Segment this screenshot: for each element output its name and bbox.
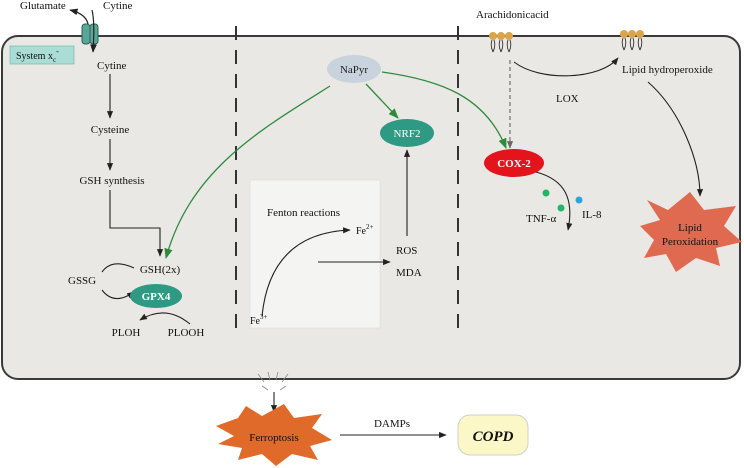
fenton-label: Fenton reactions xyxy=(267,207,340,219)
lipid-peroxidation-label-2: Peroxidation xyxy=(662,236,719,248)
copd-box xyxy=(457,414,529,456)
cytine-import-arrow xyxy=(90,9,97,53)
damps-label: DAMPs xyxy=(374,418,410,430)
mda-label: MDA xyxy=(396,267,422,279)
arachidonic-to-lipid-hydroperoxide-arrow xyxy=(513,57,619,77)
arachidonic-label: Arachidonicacid xyxy=(476,9,549,21)
napyr-to-cox2-arrow xyxy=(381,71,507,149)
copd-label: COPD xyxy=(473,429,514,445)
tnfa-label: TNF-α xyxy=(526,213,556,225)
glutamate-arrow xyxy=(69,8,89,25)
lox-label: LOX xyxy=(556,93,579,105)
gsh-synthesis-to-gsh-arrow xyxy=(109,190,164,257)
lipid-peroxidation-star xyxy=(640,192,742,272)
gsh-synthesis-label: GSH synthesis xyxy=(79,175,144,187)
system-xc-sub: c xyxy=(53,56,56,64)
gsh2x-label: GSH(2x) xyxy=(140,264,181,276)
fe3-label: Fe3+ xyxy=(250,313,268,327)
system-xc-label: System xc- xyxy=(16,47,59,64)
system-xc-text: System x xyxy=(16,51,53,62)
nrf2-label: NRF2 xyxy=(394,128,421,140)
glutamate-label: Glutamate xyxy=(20,0,66,12)
cox2-node xyxy=(484,149,544,177)
tnfa-dot-2 xyxy=(557,204,565,212)
system-xc-sup: - xyxy=(56,47,59,56)
cox2-label: COX-2 xyxy=(497,158,531,170)
system-xc-transporter xyxy=(81,23,99,45)
gssg-label: GSSG xyxy=(68,275,96,287)
ferroptosis-label: Ferroptosis xyxy=(249,432,299,444)
ferroptosis-star xyxy=(216,404,332,466)
lipid-hydroperoxide-icon xyxy=(620,30,644,51)
fe3-to-fe2-arrow xyxy=(261,227,351,317)
plooh-to-ploh-arrow xyxy=(139,312,191,325)
cysteine-label: Cysteine xyxy=(91,124,130,136)
napyr-to-gsh-arrow xyxy=(164,85,331,260)
napyr-node xyxy=(327,55,381,83)
ros-label: ROS xyxy=(396,245,417,257)
plooh-label: PLOOH xyxy=(168,327,205,339)
fe3-sup: 3+ xyxy=(260,313,268,321)
fe3-text: Fe xyxy=(250,316,261,327)
gpx4-node xyxy=(130,284,182,308)
cox2-to-cytokines-arrow xyxy=(535,171,573,231)
fe2-sup: 2+ xyxy=(366,223,374,231)
ploh-label: PLOH xyxy=(112,327,141,339)
lipid-peroxidation-label-1: Lipid xyxy=(678,222,702,234)
arachidonic-lipid-icon xyxy=(489,32,513,53)
fe2-label: Fe2+ xyxy=(356,223,374,237)
lipid-hydroperoxide-to-peroxidation-arrow xyxy=(647,81,704,197)
lipid-hydroperoxide-label: Lipid hydroperoxide xyxy=(622,64,713,76)
tnfa-dot xyxy=(542,189,550,197)
membrane-rupture-icon xyxy=(257,371,289,391)
gsh-gssg-cycle-top xyxy=(101,263,135,273)
nrf2-node xyxy=(380,119,434,147)
cytine-top-label: Cytine xyxy=(103,0,132,12)
gpx4-label: GPX4 xyxy=(142,291,171,303)
fenton-box xyxy=(249,179,381,329)
il8-dot xyxy=(575,196,583,204)
fe2-text: Fe xyxy=(356,226,367,237)
napyr-to-nrf2-arrow xyxy=(365,83,399,119)
system-xc-box xyxy=(9,45,75,65)
napyr-label: NaPyr xyxy=(340,64,368,76)
cytine-label: Cytine xyxy=(97,60,126,72)
il8-label: IL-8 xyxy=(582,209,602,221)
